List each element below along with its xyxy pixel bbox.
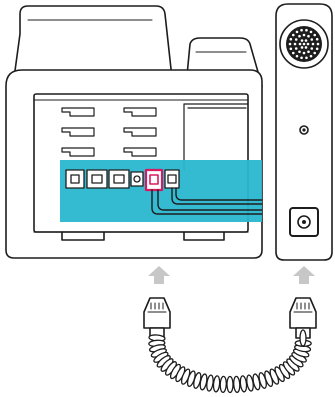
grill-hole	[289, 47, 293, 51]
grill-hole	[305, 56, 308, 60]
port-3	[108, 169, 130, 189]
cord-coil	[233, 375, 241, 393]
grill-hole	[294, 38, 298, 41]
grill-holes	[288, 28, 320, 60]
coiled-cord	[143, 297, 317, 394]
grill-hole	[298, 42, 302, 46]
phone-base	[5, 5, 263, 259]
grill-hole	[288, 42, 292, 46]
grill-hole	[293, 42, 297, 46]
grill-hole	[305, 28, 308, 32]
grill-hole	[315, 37, 319, 41]
cord-coil	[219, 375, 227, 393]
grill-hole	[291, 51, 295, 55]
grill-hole	[306, 42, 310, 46]
grill-hole	[310, 47, 314, 50]
cord-coils	[148, 329, 312, 394]
grill-hole	[289, 37, 293, 41]
grill-hole	[310, 38, 314, 41]
cable-channel	[183, 103, 249, 171]
cable-slots	[61, 107, 157, 157]
base-foot-right	[183, 231, 225, 241]
base-foot-left	[61, 231, 105, 241]
grill-hole	[302, 33, 306, 37]
grill-hole	[300, 56, 303, 60]
port-1	[65, 169, 85, 189]
handset-port	[144, 168, 164, 192]
grill-hole	[298, 50, 301, 54]
cord-coil	[299, 329, 307, 347]
base-stand	[13, 5, 173, 79]
grill-hole	[304, 39, 308, 42]
cord-coil	[239, 375, 248, 393]
cord-coil	[212, 375, 221, 393]
grill-hole	[302, 42, 306, 46]
grill-hole	[307, 34, 310, 38]
grill-hole	[291, 33, 295, 37]
grill-hole	[295, 30, 299, 34]
grill-hole	[311, 42, 315, 46]
cord-coil	[226, 375, 234, 394]
grill-hole	[300, 39, 304, 42]
rj9-plug-left	[143, 297, 171, 339]
grill-hole	[294, 47, 298, 50]
grill-hole	[300, 28, 303, 32]
arrow-up-icon	[148, 266, 170, 284]
grill-hole	[307, 50, 310, 54]
headset-port	[164, 169, 180, 189]
grill-hole	[304, 46, 308, 49]
grill-hole	[313, 51, 317, 55]
grill-hole	[309, 30, 313, 34]
routed-cords	[151, 187, 263, 215]
port-row	[65, 168, 180, 192]
grill-hole	[295, 54, 299, 58]
grill-hole	[315, 47, 319, 51]
grill-hole	[313, 33, 317, 37]
port-2	[86, 169, 108, 189]
arrow-up-icon	[293, 266, 315, 284]
grill-hole	[298, 34, 301, 38]
handset	[275, 3, 333, 261]
power-port	[130, 171, 144, 187]
grill-hole	[316, 42, 320, 46]
grill-hole	[302, 51, 306, 55]
grill-hole	[300, 46, 304, 49]
grill-hole	[309, 54, 313, 58]
